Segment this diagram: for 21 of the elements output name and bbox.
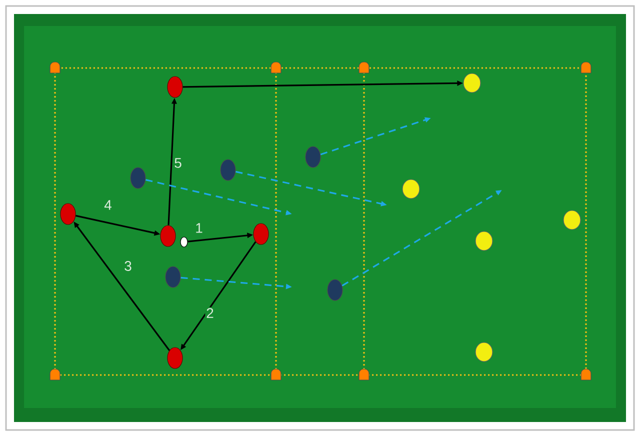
player-marker [475,231,493,251]
edge-label: 2 [205,307,215,319]
player-marker [167,347,183,369]
edge-label: 3 [123,260,133,272]
player-marker [463,73,481,93]
player-marker [305,146,321,168]
ball [180,236,188,248]
player-marker [253,223,269,245]
player-marker [563,210,581,230]
player-marker [167,76,183,98]
player-marker [327,279,343,301]
player-marker [60,203,76,225]
edge-label: 5 [173,157,183,169]
player-marker [130,167,146,189]
player-marker [475,342,493,362]
player-marker [165,266,181,288]
edge-label: 1 [194,222,204,234]
player-marker [220,159,236,181]
player-marker [402,179,420,199]
edge-label: 4 [103,199,113,211]
player-marker [160,225,176,247]
